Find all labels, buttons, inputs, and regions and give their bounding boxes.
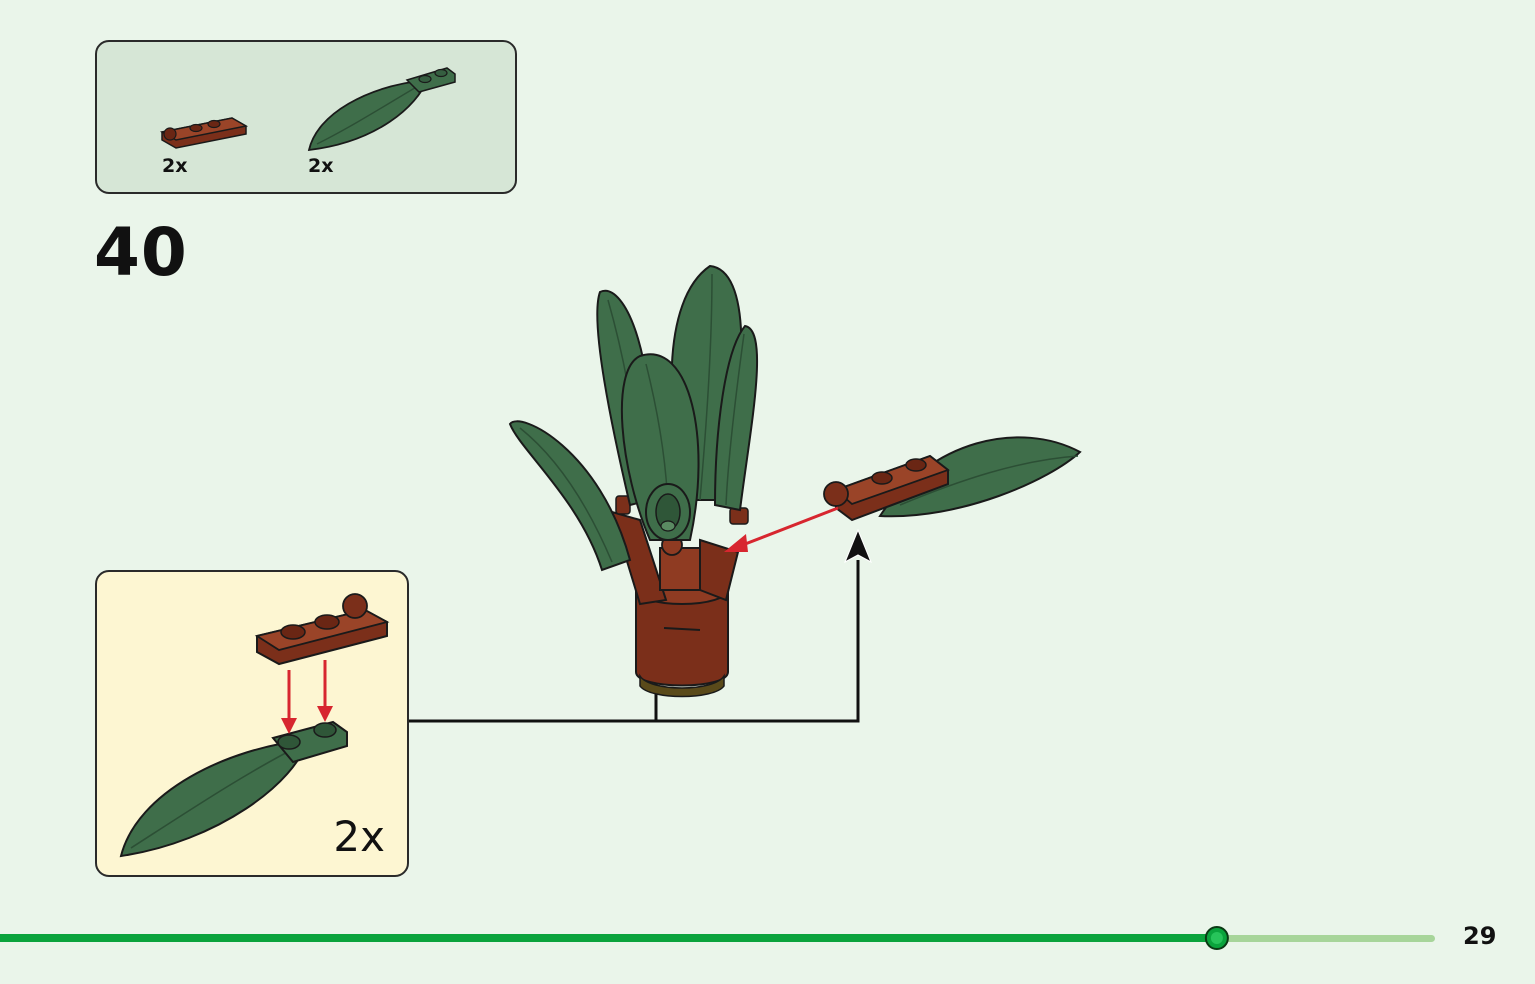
callout-connector-line — [409, 560, 860, 723]
green-leaf-icon — [307, 67, 456, 152]
red-arrow-line — [739, 506, 839, 548]
progress-bar — [0, 934, 1435, 942]
step-number: 40 — [94, 214, 188, 291]
part-qty: 2x — [162, 155, 188, 177]
parts-list-box: 2x 2x — [95, 40, 517, 194]
detached-leaf-assembly — [823, 436, 1082, 522]
green-leaf-icon — [119, 720, 348, 858]
brown-hinge-plate-icon — [254, 593, 390, 666]
subassembly-callout: 2x — [95, 570, 409, 877]
plant-stem — [610, 495, 749, 606]
brown-hinge-plate-icon — [159, 117, 249, 149]
red-arrow-head-icon — [724, 534, 748, 552]
page-number: 29 — [1463, 922, 1497, 950]
up-arrow-icon — [844, 528, 872, 564]
progress-fill — [0, 934, 1217, 942]
red-arrow-head-icon — [317, 706, 333, 722]
subassembly-art — [119, 593, 390, 858]
parts-list-art — [159, 67, 456, 152]
plant-leaves — [508, 264, 759, 572]
red-arrow-head-icon — [281, 718, 297, 734]
subassembly-qty: 2x — [333, 812, 385, 861]
part-qty: 2x — [308, 155, 334, 177]
